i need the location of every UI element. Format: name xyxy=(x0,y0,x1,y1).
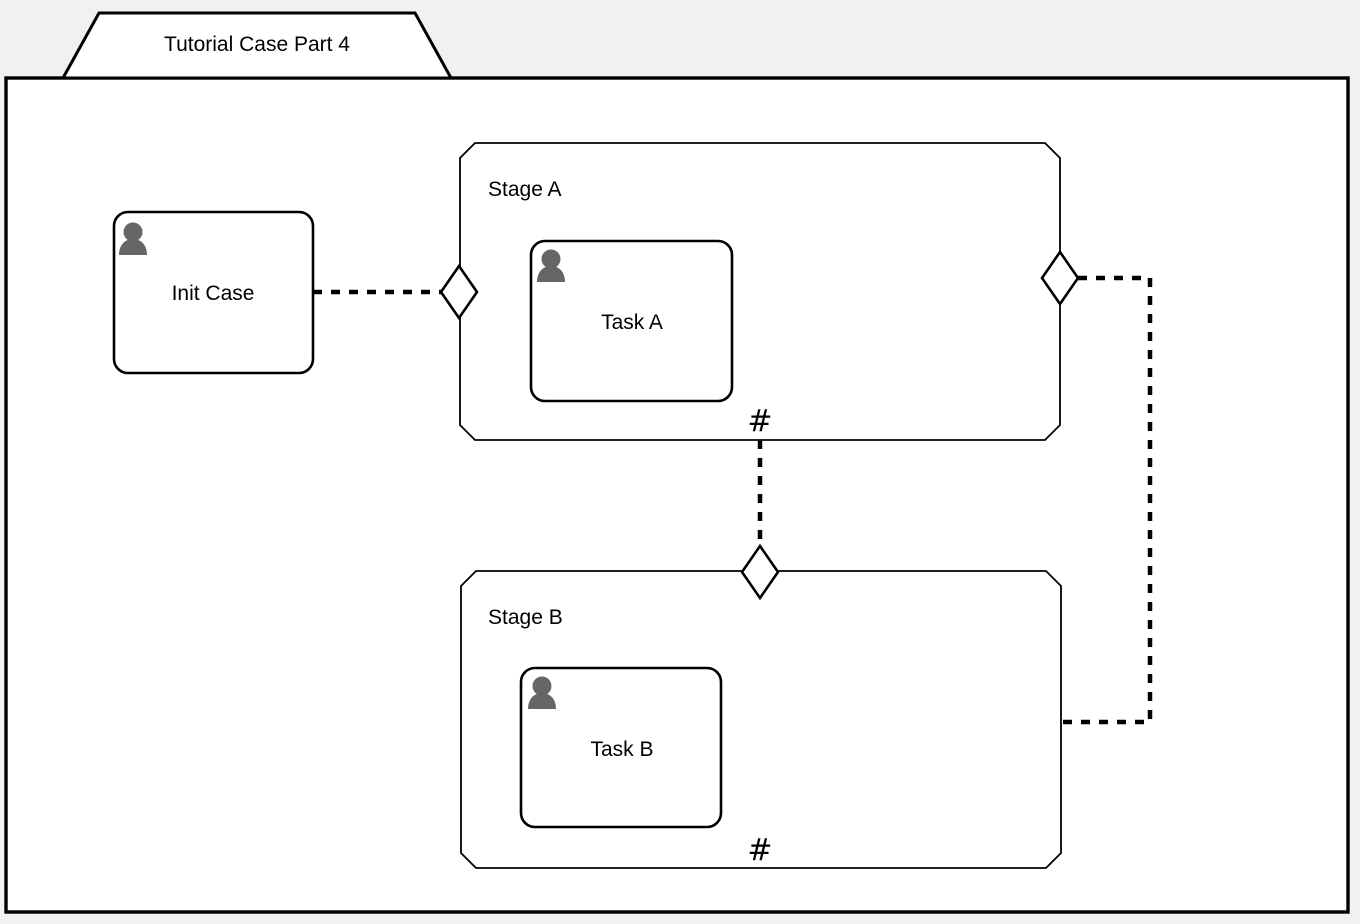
user-icon xyxy=(119,222,147,255)
stage-b-label: Stage B xyxy=(488,606,563,629)
sentry-diamond xyxy=(1040,249,1080,307)
planning-table-stage-b-icon[interactable]: # xyxy=(747,833,772,868)
sentry-stage-a-right[interactable] xyxy=(1040,249,1080,307)
task-a-label: Task A xyxy=(601,311,663,334)
task-b[interactable]: Task B xyxy=(519,666,723,829)
sentry-stage-a-left[interactable] xyxy=(439,263,479,321)
case-plan-model-title-banner xyxy=(60,11,454,80)
user-icon xyxy=(537,249,565,282)
task-b-label: Task B xyxy=(590,738,653,761)
sentry-diamond xyxy=(439,263,479,321)
user-icon xyxy=(528,676,556,709)
case-plan-model-title: Tutorial Case Part 4 xyxy=(164,33,350,56)
connector-stage-a-right-to-stage-b[interactable] xyxy=(1061,275,1153,725)
sentry-diamond xyxy=(740,543,780,601)
task-b-shape xyxy=(519,666,723,829)
init-case[interactable]: Init Case xyxy=(112,210,315,375)
init-case-shape xyxy=(112,210,315,375)
task-a[interactable]: Task A xyxy=(529,239,734,403)
stage-a-label: Stage A xyxy=(488,178,562,201)
init-case-label: Init Case xyxy=(172,282,255,305)
planning-table-stage-a-icon[interactable]: # xyxy=(747,404,772,439)
task-a-shape xyxy=(529,239,734,403)
sentry-stage-b-top[interactable] xyxy=(740,543,780,601)
